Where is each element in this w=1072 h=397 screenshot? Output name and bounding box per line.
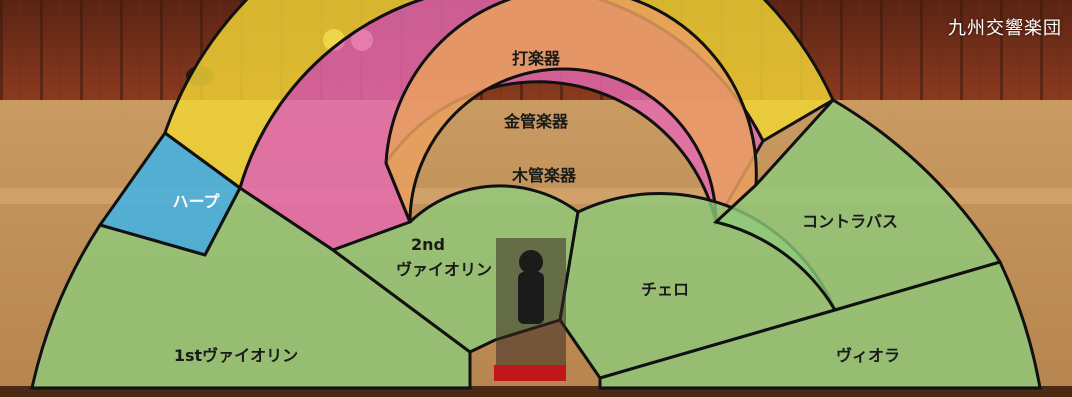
section-viola (598, 260, 1042, 390)
label-cello: チェロ (641, 280, 689, 299)
stage-edge (0, 386, 1072, 397)
label-percussion: 打楽器 (512, 49, 561, 68)
podium-base (494, 365, 566, 381)
label-harp: ハープ (172, 192, 220, 211)
label-brass: 金管楽器 (503, 112, 569, 131)
section-woodwinds (384, 0, 758, 226)
label-violin1: 1stヴァイオリン (174, 346, 298, 365)
brand-name: 九州交響楽団 (948, 18, 1062, 39)
conductor-podium (494, 238, 566, 381)
conductor-figure (519, 250, 543, 274)
label-violin2-line2: ヴァイオリン (396, 260, 492, 279)
label-woodwinds: 木管楽器 (511, 166, 577, 185)
label-contrabass: コントラバス (802, 212, 898, 231)
label-violin2-line1: 2nd (411, 235, 445, 254)
label-viola: ヴィオラ (836, 346, 900, 365)
